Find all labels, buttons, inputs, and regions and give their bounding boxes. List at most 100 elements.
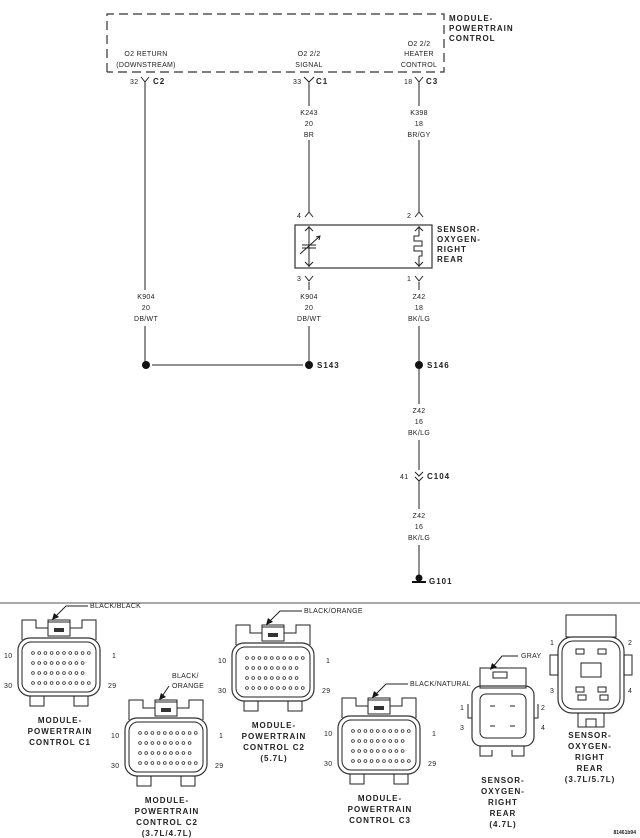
pin-cavity xyxy=(80,651,85,655)
wire-color: DB/WT xyxy=(297,316,321,323)
pin-cavity xyxy=(357,759,362,763)
pin-cavity xyxy=(257,676,262,680)
ground-label: G101 xyxy=(429,577,453,586)
pin-cavity xyxy=(49,661,54,665)
pin-cavity xyxy=(294,666,299,670)
pin-cavity xyxy=(144,741,149,745)
pin-cavity xyxy=(169,761,173,765)
connector-id: C2 xyxy=(153,77,165,86)
pin-name: O2 2/2 xyxy=(298,51,321,58)
pin-cavity xyxy=(163,751,167,755)
pin-cavity xyxy=(175,751,180,755)
connector-title: CONTROL C2 xyxy=(243,743,305,752)
connector-title: RIGHT xyxy=(575,753,605,762)
pin-cavity xyxy=(599,694,609,701)
pin-cavity xyxy=(138,741,142,745)
sensor-pin-number: 2 xyxy=(407,213,411,220)
sensor-pin-number: 4 xyxy=(297,213,301,220)
connector-title: POWERTRAIN xyxy=(28,727,93,736)
pin-cavity xyxy=(87,681,91,685)
pin-cavity xyxy=(156,741,161,745)
connector-title: CONTROL C2 xyxy=(136,818,198,827)
connector-color: BLACK/BLACK xyxy=(90,603,141,610)
pin-cavity xyxy=(150,761,155,765)
pin-cavity xyxy=(388,729,393,733)
pin-number: 10 xyxy=(324,731,332,738)
wires xyxy=(144,82,420,576)
pin-cavity xyxy=(181,741,186,745)
pin-cavity xyxy=(382,759,386,763)
pin-cavity xyxy=(263,656,268,660)
pin-cavity xyxy=(251,656,256,660)
pin-number: 10 xyxy=(111,733,119,740)
pin-cavity xyxy=(263,686,268,690)
pin-cavity xyxy=(300,656,305,660)
pin-cavity xyxy=(74,671,79,675)
pin-number: 30 xyxy=(324,761,332,768)
pin-cavity xyxy=(382,739,386,743)
connector-id: C3 xyxy=(426,77,438,86)
pin-cavity xyxy=(276,656,280,660)
pin-cavity xyxy=(150,741,155,745)
connector-latch xyxy=(21,619,97,640)
connector-title: CONTROL C1 xyxy=(29,738,91,747)
pin-cavity xyxy=(269,656,274,660)
wire-gauge: 16 xyxy=(415,524,423,531)
module-title-line: POWERTRAIN xyxy=(449,24,514,33)
sensor-pin-number: 1 xyxy=(407,276,411,283)
pin-number: 29 xyxy=(428,761,436,768)
pin-cavity xyxy=(394,739,399,743)
pin-cavity xyxy=(269,686,274,690)
connector-title: MODULE- xyxy=(252,721,296,730)
pin-number: 1 xyxy=(326,658,330,665)
pin-cavity xyxy=(363,739,368,743)
pin-cavity xyxy=(388,759,393,763)
pin-cavity xyxy=(74,661,79,665)
pin-cavity xyxy=(62,661,66,665)
wire-gauge: 20 xyxy=(305,305,313,312)
pin-cavity xyxy=(394,759,399,763)
pin-cavity xyxy=(31,661,35,665)
pin-number: 1 xyxy=(219,733,223,740)
pin-cavity xyxy=(55,681,60,685)
pin-cavity xyxy=(181,731,186,735)
pin-cavity xyxy=(68,671,72,675)
pin-cavity xyxy=(150,731,155,735)
pin-cavity xyxy=(276,666,280,670)
wire-code: Z42 xyxy=(413,294,426,301)
sensor-pin-number: 3 xyxy=(297,276,301,283)
pin-cavity xyxy=(400,749,405,753)
module-title-line: MODULE- xyxy=(449,14,493,23)
pin-cavity xyxy=(276,686,280,690)
pin-cavity xyxy=(294,686,299,690)
pin-number: 1 xyxy=(112,653,116,660)
pin-cavity xyxy=(597,686,607,693)
pin-cavity xyxy=(87,651,91,655)
pin-cavity xyxy=(388,739,393,743)
pin-name: CONTROL xyxy=(401,62,437,69)
sensor-title-line: REAR xyxy=(437,255,464,264)
pin-cavity xyxy=(55,651,60,655)
pin-cavity xyxy=(156,751,161,755)
pin-cavity xyxy=(351,729,355,733)
pin-cavity xyxy=(194,761,198,765)
pin-cavity xyxy=(288,666,293,670)
pin-cavity xyxy=(288,676,293,680)
connector-title: CONTROL C3 xyxy=(349,816,411,825)
wire-color: BK/LG xyxy=(408,316,430,323)
pin-cavity xyxy=(194,731,198,735)
sensor-title: SENSOR- OXYGEN- RIGHT REAR xyxy=(437,225,480,264)
connector-title: REAR xyxy=(577,764,604,773)
pin-cavity xyxy=(294,656,299,660)
splice-label: S143 xyxy=(317,361,340,370)
wire-labels: K243 20 BR K398 18 BR/GY K904 20 DB/WT K… xyxy=(134,110,430,542)
wire-code: K904 xyxy=(137,294,155,301)
pin-cavity xyxy=(406,729,411,733)
pin-cavity xyxy=(351,739,355,743)
pin-cavity xyxy=(288,656,293,660)
pin-cavity xyxy=(55,671,60,675)
pin-cavity xyxy=(382,729,386,733)
pin-cavity xyxy=(269,676,274,680)
